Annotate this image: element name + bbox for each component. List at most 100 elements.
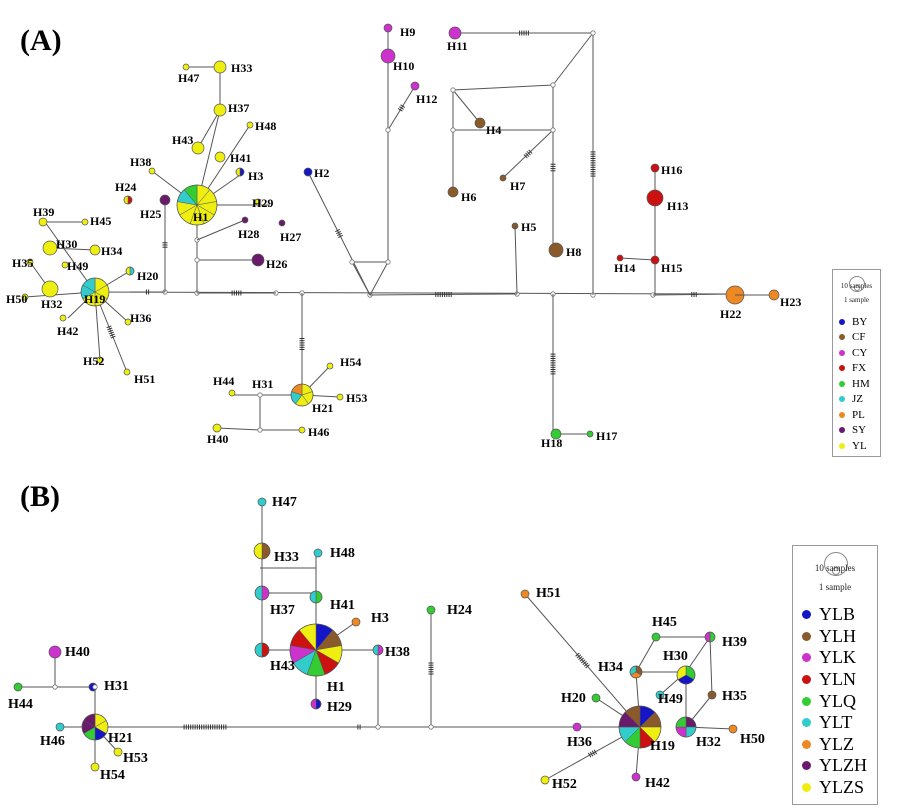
haplotype-label-h1: H1 bbox=[327, 680, 345, 695]
haplotype-node bbox=[707, 690, 717, 700]
haplotype-label-h47: H47 bbox=[178, 71, 199, 85]
legend-scale-large-label: 10 samples bbox=[840, 282, 873, 290]
haplotype-node bbox=[21, 293, 29, 301]
legend-label: YLQ bbox=[819, 690, 856, 711]
haplotype-node bbox=[326, 362, 334, 370]
haplotype-node bbox=[655, 690, 665, 700]
haplotype-node bbox=[499, 174, 507, 182]
median-vector-node bbox=[550, 127, 556, 133]
median-vector-node bbox=[590, 30, 596, 36]
haplotype-label-h11: H11 bbox=[447, 39, 468, 53]
haplotype-node bbox=[96, 356, 104, 364]
haplotype-label-h43: H43 bbox=[270, 659, 295, 674]
haplotype-node bbox=[572, 722, 582, 732]
legend-item-cf: CF bbox=[833, 330, 880, 346]
haplotype-label-h54: H54 bbox=[340, 355, 361, 369]
legend-label: YLZH bbox=[819, 755, 867, 776]
haplotype-node bbox=[61, 261, 69, 269]
haplotype-label-h29: H29 bbox=[327, 700, 352, 715]
haplotype-label-h18: H18 bbox=[541, 436, 562, 450]
legend-swatch bbox=[802, 631, 811, 641]
haplotype-node-outline bbox=[235, 167, 245, 177]
legend-item-ylq: YLQ bbox=[793, 690, 877, 712]
haplotype-label-h31: H31 bbox=[252, 377, 273, 391]
haplotype-node bbox=[410, 81, 420, 91]
haplotype-node-outline bbox=[80, 277, 110, 307]
network-edge bbox=[197, 109, 221, 149]
haplotype-node-slice bbox=[235, 167, 241, 177]
haplotype-node bbox=[631, 772, 641, 782]
legend-scale-small-label: 1 sample bbox=[818, 582, 852, 592]
legend-swatch bbox=[839, 334, 845, 341]
network-edge bbox=[619, 257, 656, 261]
haplotype-node bbox=[616, 254, 624, 262]
haplotype-label-h19: H19 bbox=[84, 292, 105, 306]
legend-swatch bbox=[839, 365, 845, 372]
haplotype-node bbox=[159, 194, 171, 206]
mutation-tick bbox=[582, 660, 587, 666]
haplotype-node bbox=[646, 189, 664, 207]
mutation-tick bbox=[587, 752, 592, 758]
legend-item-by: BY bbox=[833, 314, 880, 330]
haplotype-label-h35: H35 bbox=[722, 689, 747, 704]
mutation-tick bbox=[589, 751, 594, 757]
haplotype-node bbox=[254, 198, 262, 206]
haplotype-node-slice bbox=[239, 167, 245, 177]
haplotype-label-h51: H51 bbox=[134, 372, 155, 386]
haplotype-label-h33: H33 bbox=[231, 61, 252, 75]
median-vector-node bbox=[194, 257, 200, 263]
legend-item-cy: CY bbox=[833, 345, 880, 361]
legend-label: YLT bbox=[819, 712, 853, 733]
haplotype-node bbox=[251, 253, 265, 267]
mutation-tick bbox=[576, 654, 582, 659]
haplotype-label-h36: H36 bbox=[567, 735, 592, 750]
mutation-tick bbox=[526, 151, 531, 156]
haplotype-node-slice bbox=[123, 195, 129, 205]
haplotype-label-h33: H33 bbox=[274, 550, 299, 565]
haplotype-node bbox=[90, 762, 100, 772]
haplotype-label-h39: H39 bbox=[33, 205, 54, 219]
network-edge bbox=[709, 636, 713, 696]
legend-item-fx: FX bbox=[833, 361, 880, 377]
haplotype-node bbox=[182, 63, 190, 71]
haplotype-label-h41: H41 bbox=[230, 151, 251, 165]
mutation-tick bbox=[525, 152, 530, 157]
legend-swatch bbox=[802, 783, 811, 793]
haplotype-label-h27: H27 bbox=[280, 230, 301, 244]
legend-label: FX bbox=[852, 362, 867, 375]
median-vector-node bbox=[92, 684, 98, 690]
haplotype-node-slice bbox=[127, 195, 133, 205]
haplotype-label-h2: H2 bbox=[314, 166, 329, 180]
mutation-tick bbox=[593, 749, 598, 755]
haplotype-node bbox=[474, 117, 486, 129]
haplotype-node-outline bbox=[289, 623, 343, 677]
legend-scale: 10 samples 1 sample bbox=[793, 546, 877, 604]
haplotype-node-outline bbox=[676, 665, 696, 685]
legend-label: SY bbox=[852, 424, 867, 437]
haplotype-label-h20: H20 bbox=[561, 691, 586, 706]
haplotype-label-h43: H43 bbox=[172, 133, 193, 147]
haplotype-label-h19: H19 bbox=[650, 739, 675, 754]
haplotype-label-h42: H42 bbox=[645, 776, 670, 791]
haplotype-node-outline bbox=[629, 665, 643, 679]
mutation-tick bbox=[579, 657, 584, 662]
haplotype-label-h30: H30 bbox=[56, 237, 77, 251]
haplotype-node bbox=[148, 167, 156, 175]
panel-b-label: (B) bbox=[20, 480, 60, 513]
haplotype-node bbox=[59, 314, 67, 322]
haplotype-label-h38: H38 bbox=[385, 645, 410, 660]
haplotype-label-h21: H21 bbox=[108, 731, 133, 746]
haplotype-node-slice bbox=[709, 631, 716, 643]
legend-scale-small-label: 1 sample bbox=[843, 296, 870, 304]
legend-label: YLH bbox=[819, 625, 856, 646]
mutation-tick bbox=[400, 104, 406, 108]
haplotype-label-h48: H48 bbox=[255, 119, 276, 133]
haplotype-node bbox=[228, 389, 236, 397]
median-vector-node bbox=[257, 392, 263, 398]
legend-item-ylh: YLH bbox=[793, 626, 877, 648]
network-edge bbox=[84, 291, 736, 295]
legend-item-hm: HM bbox=[833, 376, 880, 392]
mutation-tick bbox=[575, 652, 580, 657]
